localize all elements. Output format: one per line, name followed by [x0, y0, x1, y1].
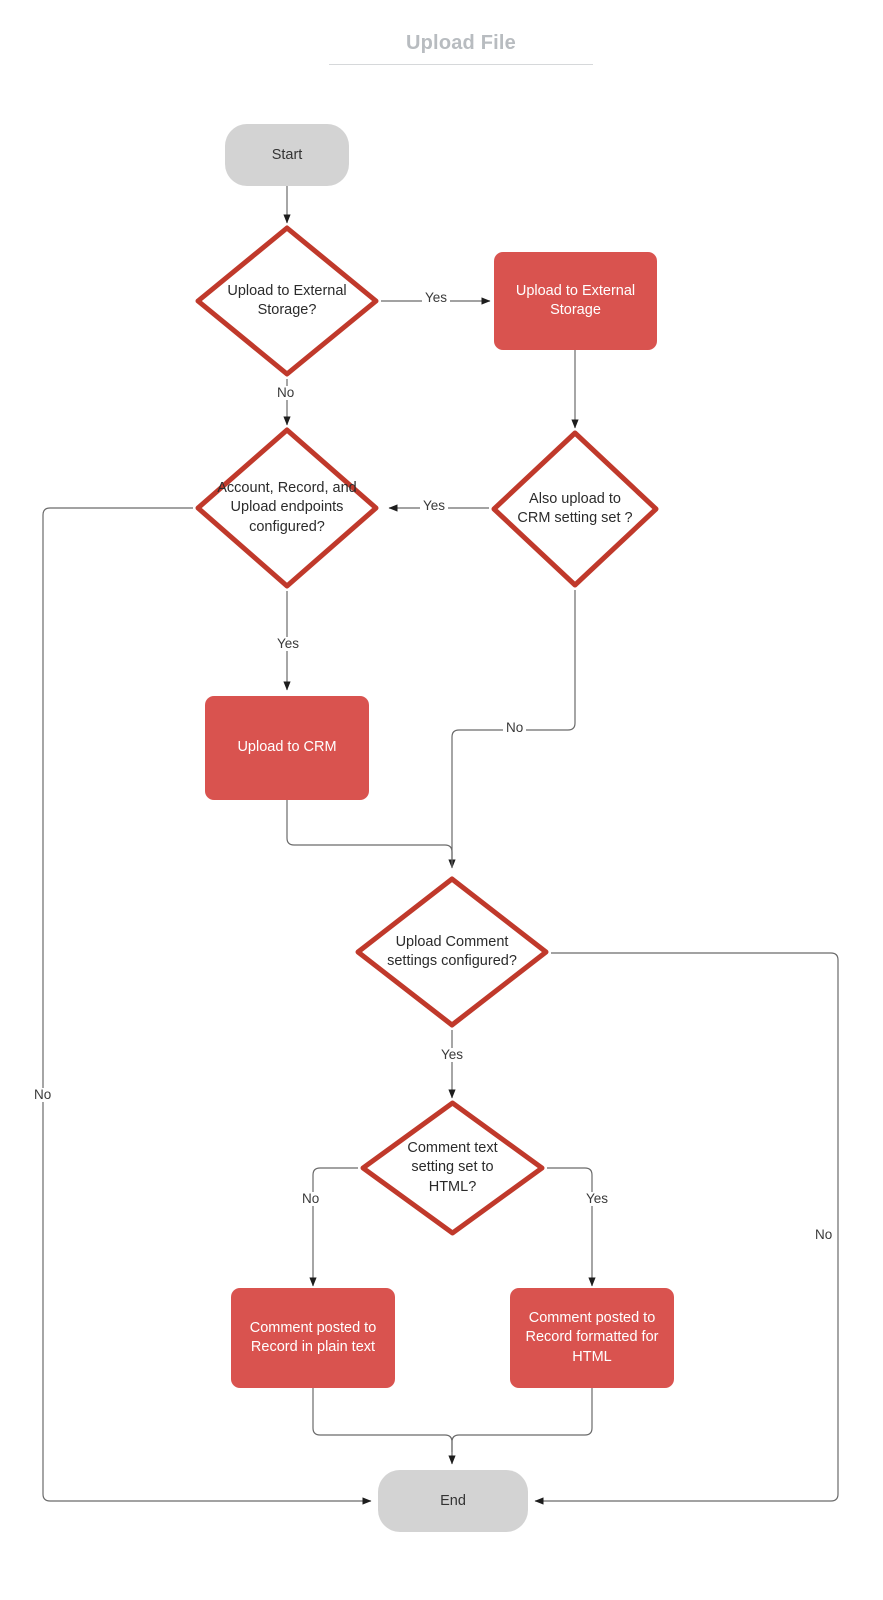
label-line: configured?	[249, 518, 325, 535]
edge-label-crm-yes: Yes	[420, 499, 449, 513]
label-line: Storage	[550, 302, 601, 318]
node-upload-crm[interactable]: Upload to CRM	[205, 696, 369, 800]
label-line: Upload to External	[227, 282, 347, 299]
label-line: CRM setting set ?	[517, 510, 633, 526]
label-line: HTML	[572, 1348, 612, 1365]
label-line: Upload to CRM	[237, 739, 337, 756]
edge-label-comment-settings-no: No	[812, 1228, 836, 1242]
label-line: Upload Comment	[395, 933, 509, 950]
node-comment-html-formatted[interactable]: Comment posted to Record formatted for H…	[510, 1288, 674, 1388]
label-line: Comment posted to	[249, 1319, 377, 1336]
node-comment-settings-question[interactable]: Upload Comment settings configured?	[353, 874, 551, 1030]
node-upload-external-storage-label: Upload to External Storage	[516, 282, 635, 320]
page-title-text: Upload File	[406, 32, 516, 54]
node-end[interactable]: End	[378, 1470, 528, 1532]
node-also-crm-question-label: Also upload to CRM setting set ?	[517, 490, 632, 528]
edge-label-crm-no: No	[503, 721, 527, 735]
diamond-shape	[195, 427, 379, 589]
edge-html-no	[309, 1167, 358, 1287]
edge-label-html-no: No	[299, 1192, 323, 1206]
label-line: Storage?	[257, 302, 317, 318]
label-line: Record formatted for	[525, 1329, 659, 1346]
node-comment-html-formatted-label: Comment posted to Record formatted for H…	[526, 1309, 659, 1366]
edge-plainbox-to-end	[312, 1388, 456, 1465]
label-line: Upload to External	[515, 282, 636, 299]
node-comment-html-question[interactable]: Comment text setting set to HTML?	[358, 1098, 547, 1238]
edge-label-endpoints-no: No	[31, 1088, 55, 1102]
edge-commentsettings-no	[534, 952, 839, 1505]
label-line: setting set to	[411, 1159, 494, 1176]
label-line: Comment text	[407, 1140, 498, 1157]
label-line: Also upload to	[529, 490, 621, 507]
node-start-label: Start	[271, 146, 303, 163]
page-title: Upload File	[329, 30, 593, 65]
edge-label-external-yes: Yes	[422, 291, 451, 305]
label-line: Record in plain text	[250, 1339, 376, 1355]
node-also-crm-question[interactable]: Also upload to CRM setting set ?	[489, 428, 661, 590]
edge-html-yes	[547, 1167, 596, 1287]
node-endpoints-question[interactable]: Account, Record, and Upload endpoints co…	[193, 425, 381, 591]
label-line: settings configured?	[387, 953, 517, 969]
label-line: Upload endpoints	[230, 499, 344, 516]
edge-label-external-no: No	[274, 386, 298, 400]
edge-endpoints-no	[42, 507, 372, 1505]
label-line: Account, Record, and	[217, 480, 357, 497]
node-upload-external-question-label: Upload to External Storage?	[227, 282, 346, 320]
diamond-shape	[491, 430, 659, 588]
node-endpoints-question-label: Account, Record, and Upload endpoints co…	[217, 479, 356, 536]
label-line: Comment posted to	[528, 1310, 656, 1327]
diamond-shape	[195, 225, 379, 377]
diamond-shape	[360, 1100, 545, 1236]
edge-crmbox-to-commentq	[286, 800, 453, 868]
node-upload-external-question[interactable]: Upload to External Storage?	[193, 223, 381, 379]
label-line: HTML?	[428, 1178, 477, 1195]
node-start[interactable]: Start	[225, 124, 349, 186]
edge-label-endpoints-yes: Yes	[274, 637, 303, 651]
node-comment-settings-question-label: Upload Comment settings configured?	[387, 933, 517, 971]
node-upload-external-storage[interactable]: Upload to External Storage	[494, 252, 657, 350]
edge-htmlbox-to-end	[451, 1388, 593, 1452]
node-upload-crm-label: Upload to CRM	[237, 738, 336, 757]
node-comment-html-question-label: Comment text setting set to HTML?	[407, 1139, 497, 1196]
node-end-label: End	[440, 1492, 466, 1509]
edge-label-html-yes: Yes	[583, 1192, 612, 1206]
title-divider	[329, 64, 593, 65]
node-comment-plain-text[interactable]: Comment posted to Record in plain text	[231, 1288, 395, 1388]
node-comment-plain-text-label: Comment posted to Record in plain text	[250, 1319, 377, 1357]
edge-label-comment-settings-yes: Yes	[438, 1048, 467, 1062]
diamond-shape	[355, 876, 549, 1028]
